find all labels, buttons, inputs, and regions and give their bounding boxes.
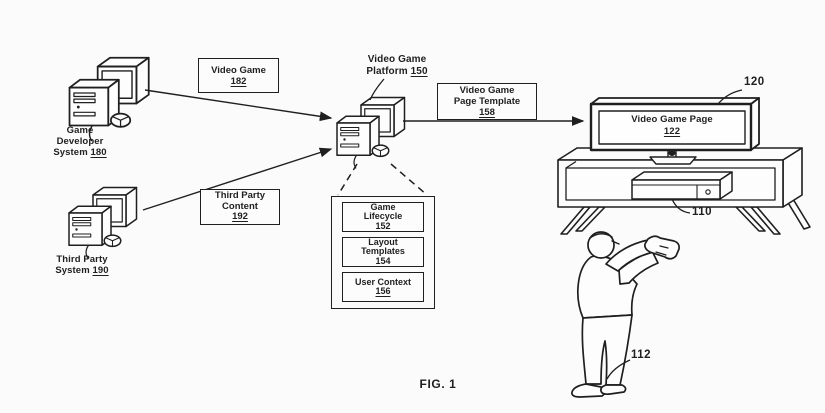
console-ref-number: 110 — [692, 206, 713, 218]
game-lifecycle-box: Game Lifecycle 152 — [342, 202, 424, 232]
ref-number: 182 — [230, 75, 247, 87]
arrow-video-game — [144, 89, 333, 122]
leader-lines — [369, 78, 743, 380]
game-developer-system-label: Game Developer System 180 — [47, 125, 113, 158]
game-console-drawing — [631, 171, 733, 200]
label-text: Layout Templates — [361, 236, 405, 257]
third-party-content-flow-box: Third Party Content 192 — [200, 189, 280, 225]
user-context-box: User Context 156 — [342, 272, 424, 302]
layout-templates-box: Layout Templates 154 — [342, 237, 424, 267]
third-party-system-label: Third Party System 190 — [42, 254, 122, 276]
third-party-computer-icon — [68, 186, 138, 259]
label-text: Video Game Page — [631, 114, 713, 125]
video-game-page-screen-label: Video Game Page 122 — [599, 114, 745, 138]
ref-number: 150 — [410, 66, 428, 77]
ref-number: 122 — [663, 126, 681, 137]
tv-ref-number: 120 — [744, 76, 765, 88]
callout-dashed-lines — [337, 163, 428, 196]
tv-drawing — [589, 97, 760, 165]
platform-server-icon — [336, 96, 406, 169]
figure-caption: FIG. 1 — [419, 377, 457, 391]
label-text: Game Developer System — [53, 125, 104, 158]
video-game-platform-label: Video Game Platform 150 — [356, 54, 438, 78]
label-text: Game Lifecycle — [363, 201, 403, 222]
tv-stand-drawing — [557, 147, 811, 235]
ref-number: 156 — [375, 286, 391, 296]
ref-number: 192 — [232, 211, 248, 223]
ref-number: 180 — [90, 147, 107, 158]
label-text: Video Game — [211, 64, 266, 76]
page-template-flow-box: Video Game Page Template 158 — [437, 83, 537, 120]
ref-number: 152 — [375, 220, 391, 231]
label-text: Video Game Platform — [366, 54, 427, 77]
label-text: Third Party System — [55, 254, 108, 276]
player-drawing — [571, 231, 680, 398]
video-game-flow-box: Video Game 182 — [198, 58, 279, 93]
platform-components-callout — [331, 196, 435, 309]
label-text: User Context — [354, 276, 411, 287]
ref-number: 158 — [479, 107, 495, 118]
arrow-third-party-content — [142, 147, 333, 211]
label-text: Third Party Content — [214, 190, 266, 212]
player-ref-number: 112 — [631, 349, 652, 361]
label-text: Video Game Page Template — [453, 85, 521, 107]
ref-number: 190 — [92, 265, 109, 276]
ref-number: 154 — [375, 255, 391, 266]
